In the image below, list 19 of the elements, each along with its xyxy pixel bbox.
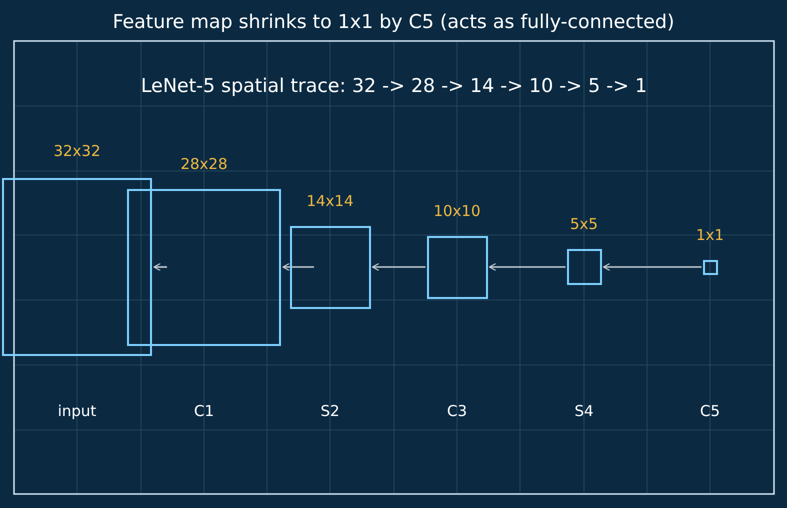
size-label: 28x28 [180, 154, 228, 172]
arrow [282, 262, 314, 272]
size-label: 32x32 [53, 142, 101, 160]
arrow [372, 262, 426, 272]
size-label: 10x10 [433, 202, 481, 220]
layer-label: C3 [446, 402, 468, 420]
layer-label: C1 [194, 402, 214, 420]
layer-label: input [58, 402, 96, 420]
size-label: 1x1 [696, 226, 724, 244]
layer-label: C5 [700, 402, 720, 420]
chart-title: Feature map shrinks to 1x1 by C5 (acts as fully-connected) [112, 11, 676, 33]
layer-label: S2 [320, 402, 340, 420]
arrow [602, 262, 702, 272]
layer-label: S4 [574, 402, 594, 420]
subtitle: LeNet-5 spatial trace: 32 -> 28 -> 14 -> 10 -> 5 -> 1 [140, 75, 648, 97]
arrow [153, 262, 167, 272]
arrow [488, 262, 566, 272]
size-label: 5x5 [570, 215, 598, 233]
size-label: 14x14 [306, 192, 354, 210]
